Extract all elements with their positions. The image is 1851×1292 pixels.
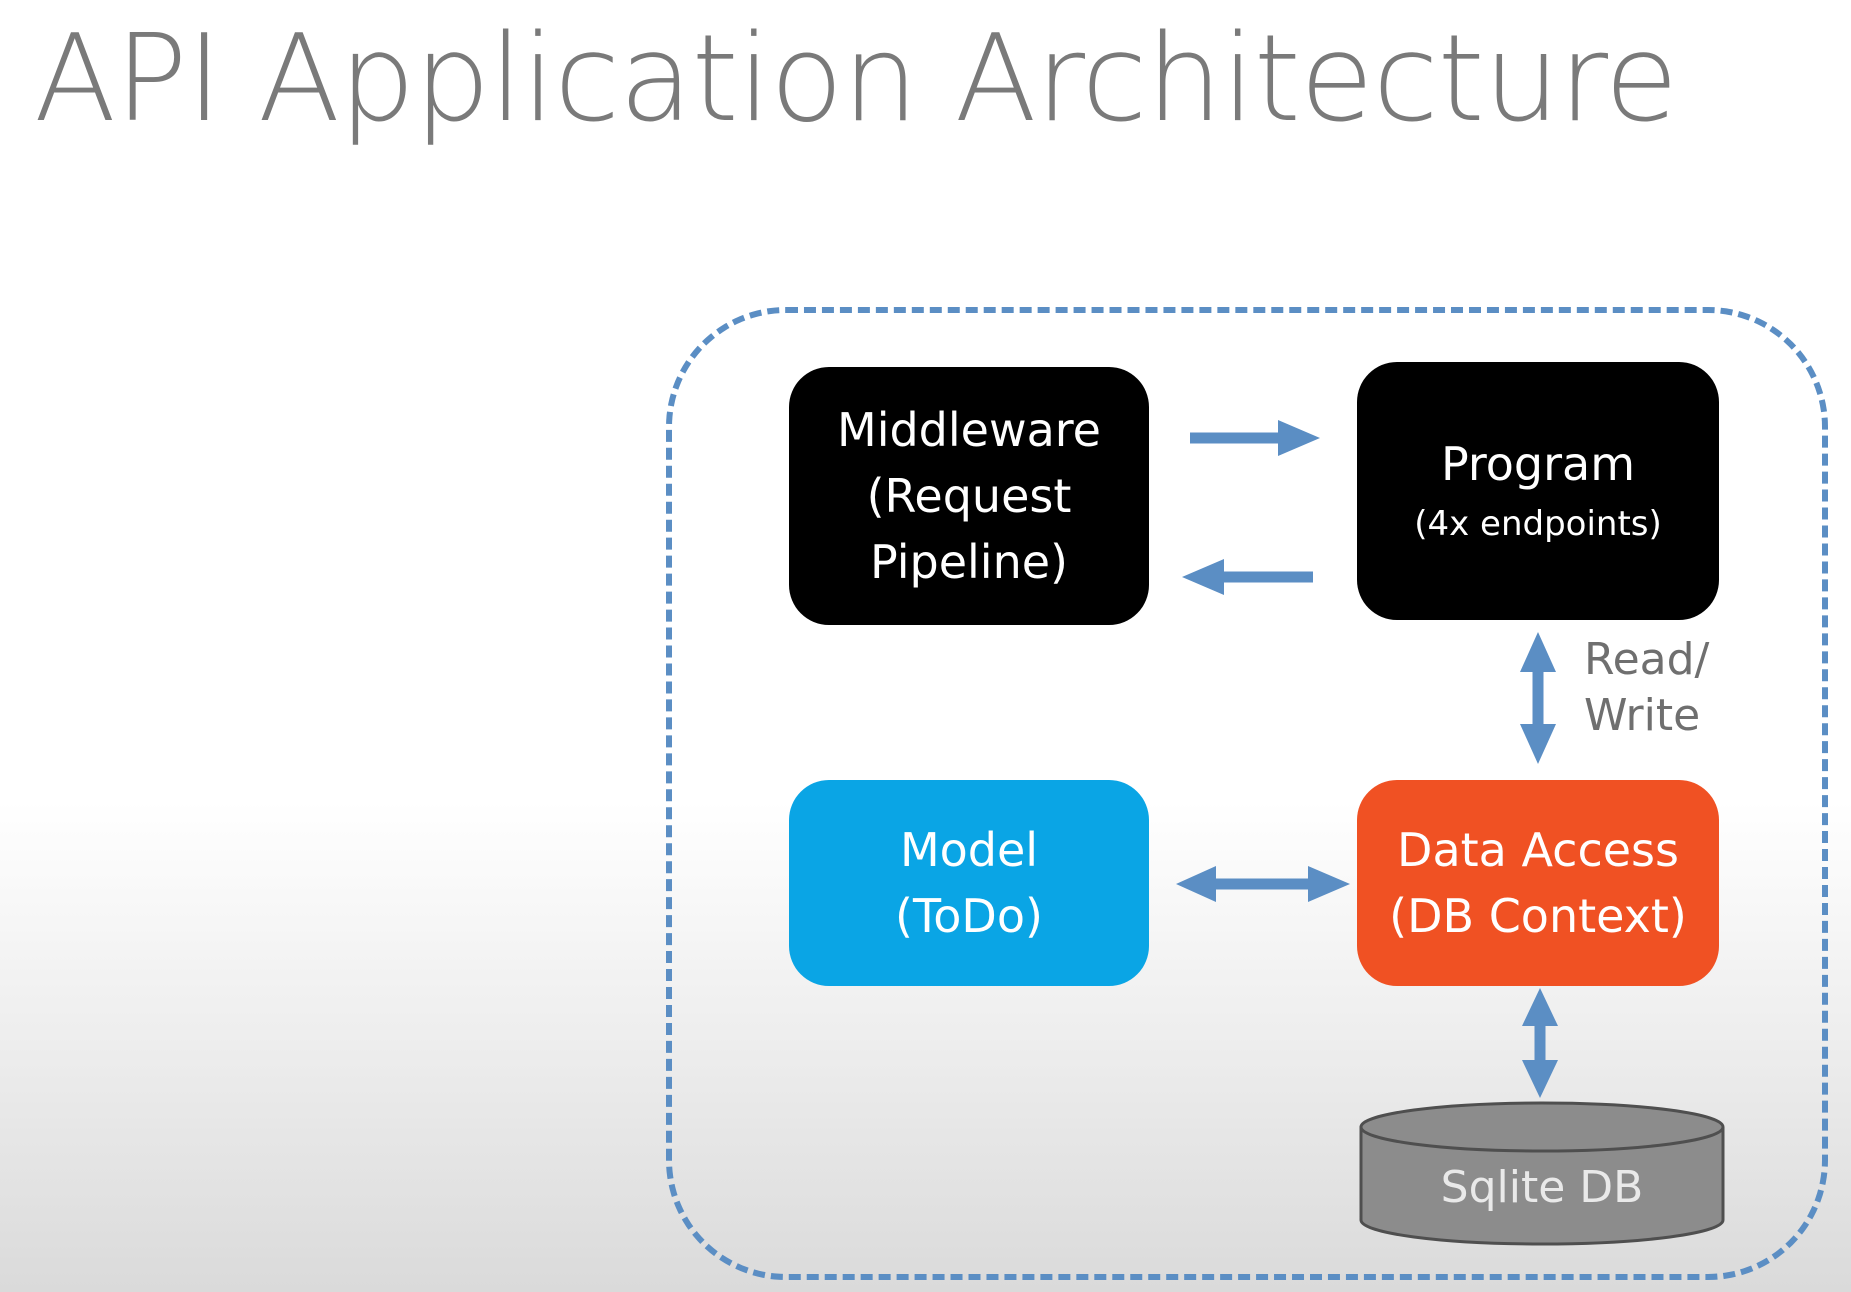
- arrow-middleware-to-program: [1190, 420, 1320, 456]
- data-access-label: Data Access: [1397, 823, 1679, 877]
- read-write-line1: Read/: [1584, 634, 1710, 685]
- middleware-label-line2: (Request: [866, 469, 1072, 523]
- program-box: Program (4x endpoints): [1357, 362, 1719, 620]
- middleware-label-line3: Pipeline): [870, 535, 1068, 589]
- middleware-label-line1: Middleware: [837, 403, 1101, 457]
- arrow-data-access-database: [1522, 988, 1558, 1098]
- model-sublabel: (ToDo): [895, 889, 1043, 943]
- slide-title: API Application Architecture: [34, 10, 1678, 149]
- arrow-model-data-access: [1176, 866, 1350, 902]
- data-access-sublabel: (DB Context): [1389, 889, 1687, 943]
- read-write-label: Read/ Write: [1584, 632, 1709, 744]
- arrow-program-data-access: [1520, 632, 1556, 764]
- middleware-box: Middleware (Request Pipeline): [789, 367, 1149, 625]
- program-sublabel: (4x endpoints): [1414, 504, 1662, 544]
- arrow-program-to-middleware: [1182, 559, 1313, 595]
- sqlite-database-cylinder: [1359, 1101, 1725, 1246]
- program-label: Program: [1440, 437, 1636, 491]
- database-label: Sqlite DB: [1440, 1162, 1644, 1213]
- model-box: Model (ToDo): [789, 780, 1149, 986]
- read-write-line2: Write: [1584, 690, 1701, 741]
- data-access-box: Data Access (DB Context): [1357, 780, 1719, 986]
- application-boundary-frame: [666, 307, 1828, 1280]
- model-label: Model: [899, 823, 1039, 877]
